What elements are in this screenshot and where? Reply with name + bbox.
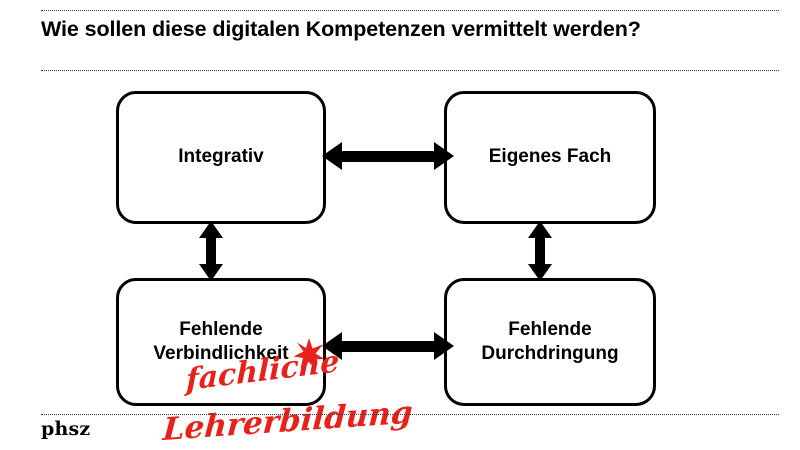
arrow-shaft	[206, 232, 216, 270]
diagram-box-label: Integrativ	[178, 146, 264, 168]
diagram-box-eigenes-fach[interactable]: Eigenes Fach	[444, 91, 656, 224]
footer-logo-phsz: phsz	[41, 418, 91, 440]
arrow-head-top	[199, 221, 223, 238]
diagram-box-fehlende-durchdringung[interactable]: Fehlende Durchdringung	[444, 278, 656, 406]
arrow-shaft	[335, 340, 441, 352]
arrow-head-top	[528, 221, 552, 238]
divider-top	[41, 10, 779, 11]
diagram-box-integrativ[interactable]: Integrativ	[116, 91, 326, 224]
double-arrow-icon-top-horizontal	[322, 141, 454, 171]
arrow-head-bottom	[199, 264, 223, 281]
red-star-marker-icon	[293, 338, 325, 369]
arrow-head-left	[322, 142, 342, 170]
diagram-box-label: Fehlende Verbindlichkeit	[153, 318, 289, 364]
page-title: Wie sollen diese digitalen Kompetenzen v…	[41, 17, 641, 41]
double-arrow-icon-bottom-horizontal	[322, 331, 454, 361]
divider-title	[41, 70, 779, 71]
arrow-shaft	[335, 150, 441, 162]
diagram-box-fehlende-verbindlichkeit[interactable]: Fehlende Verbindlichkeit	[116, 278, 326, 406]
arrow-head-bottom	[528, 264, 552, 281]
divider-footer	[41, 414, 779, 415]
double-arrow-icon-left-vertical	[196, 221, 226, 281]
arrow-head-right	[434, 142, 454, 170]
arrow-shaft	[535, 232, 545, 270]
diagram-box-label: Eigenes Fach	[488, 146, 612, 168]
diagram-box-label: Fehlende Durchdringung	[481, 318, 619, 364]
arrow-head-right	[434, 332, 454, 360]
double-arrow-icon-right-vertical	[525, 221, 555, 281]
arrow-head-left	[322, 332, 342, 360]
